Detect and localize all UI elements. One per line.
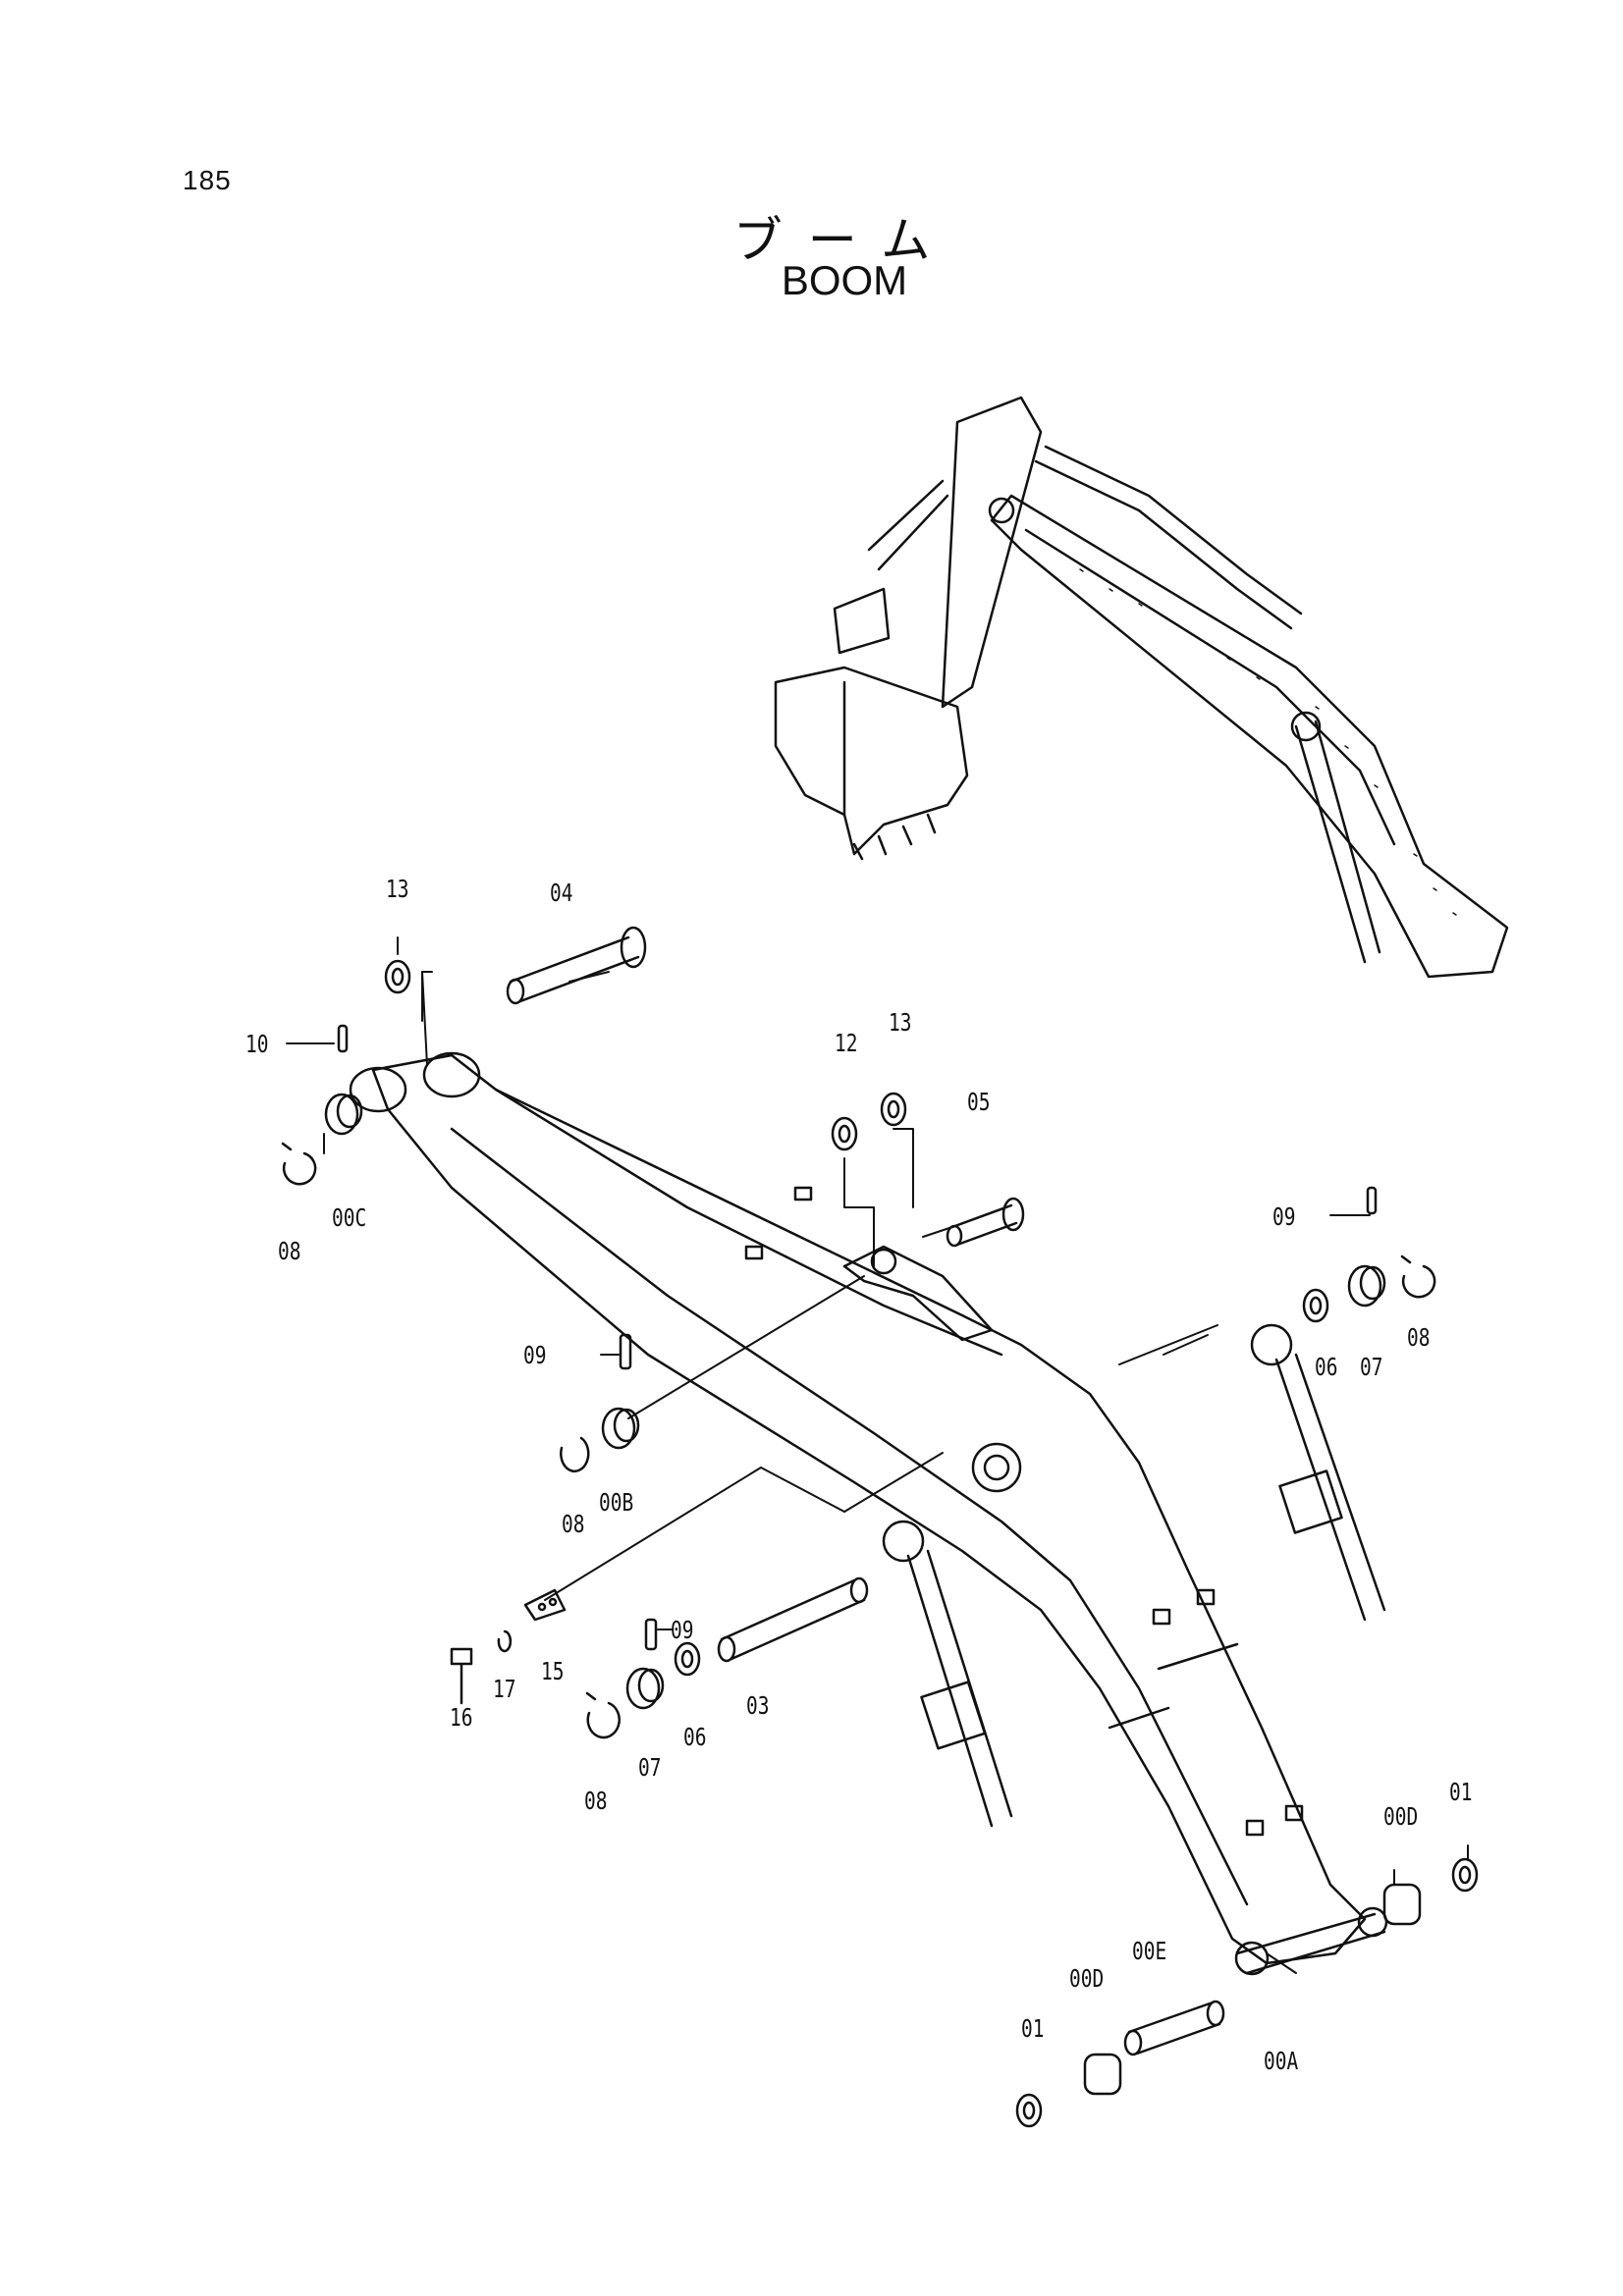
callout-06-right: 06 [1315, 1353, 1338, 1381]
callout-00C: 00C [332, 1203, 367, 1232]
arm [941, 396, 1043, 709]
arm-cylinder [1034, 445, 1303, 630]
callout-16: 16 [450, 1703, 473, 1732]
callout-03: 03 [746, 1691, 770, 1720]
page-number: 185 [183, 165, 232, 195]
callout-08-center: 08 [562, 1510, 585, 1538]
callout-06-lower: 06 [683, 1723, 707, 1751]
bucket-linkage [833, 479, 949, 655]
boom-foot-tube [1235, 1912, 1386, 1975]
bucket [774, 666, 969, 856]
callout-13-center: 13 [889, 1008, 912, 1037]
boom-outline [371, 1053, 1367, 1965]
inset-boom [990, 494, 1509, 979]
callout-08-right: 08 [1407, 1323, 1431, 1352]
main-boom [349, 1051, 1388, 1976]
boom-cylinder-left [882, 1520, 1013, 1828]
boom-cylinder-right [1250, 1323, 1386, 1622]
pin-03 [717, 1576, 869, 1663]
callout-04: 04 [550, 879, 573, 907]
callout-00D-right: 00D [1383, 1802, 1419, 1831]
callout-09-lower: 09 [671, 1616, 694, 1644]
callout-13-top-left: 13 [386, 875, 409, 903]
boom-cylinder [1294, 720, 1381, 964]
callout-10: 10 [245, 1030, 269, 1058]
pin-04 [506, 926, 647, 1005]
pin-00E [1123, 2000, 1225, 2056]
callout-08-top-left: 08 [278, 1237, 301, 1265]
boom-cylinder-boss [971, 1442, 1022, 1493]
callout-05: 05 [967, 1088, 991, 1116]
callout-00E: 00E [1132, 1937, 1167, 1965]
cylinder-bracket [842, 1245, 994, 1342]
callout-01-lower: 01 [1021, 2014, 1045, 2043]
callout-01-right: 01 [1449, 1778, 1473, 1806]
pin-05 [946, 1197, 1025, 1248]
title-japanese: ブーム [732, 212, 956, 269]
leader-lines [286, 936, 1469, 1974]
callout-07-lower: 07 [638, 1753, 662, 1782]
callout-00D-lower: 00D [1069, 1964, 1105, 1993]
callout-09-center: 09 [523, 1341, 547, 1369]
callout-17: 17 [493, 1675, 516, 1703]
washers-and-bushings [281, 959, 1479, 2128]
callout-15: 15 [541, 1657, 565, 1685]
callout-12: 12 [835, 1029, 858, 1057]
callout-00A: 00A [1264, 2047, 1299, 2075]
bucket-teeth [852, 813, 937, 861]
callout-09-right: 09 [1272, 1202, 1296, 1231]
title-english: BOOM [781, 257, 908, 303]
callout-08-lower: 08 [584, 1787, 608, 1815]
attachment-overview-illustration [774, 396, 1509, 979]
callout-00B: 00B [599, 1488, 634, 1517]
callout-07-right: 07 [1360, 1353, 1383, 1381]
